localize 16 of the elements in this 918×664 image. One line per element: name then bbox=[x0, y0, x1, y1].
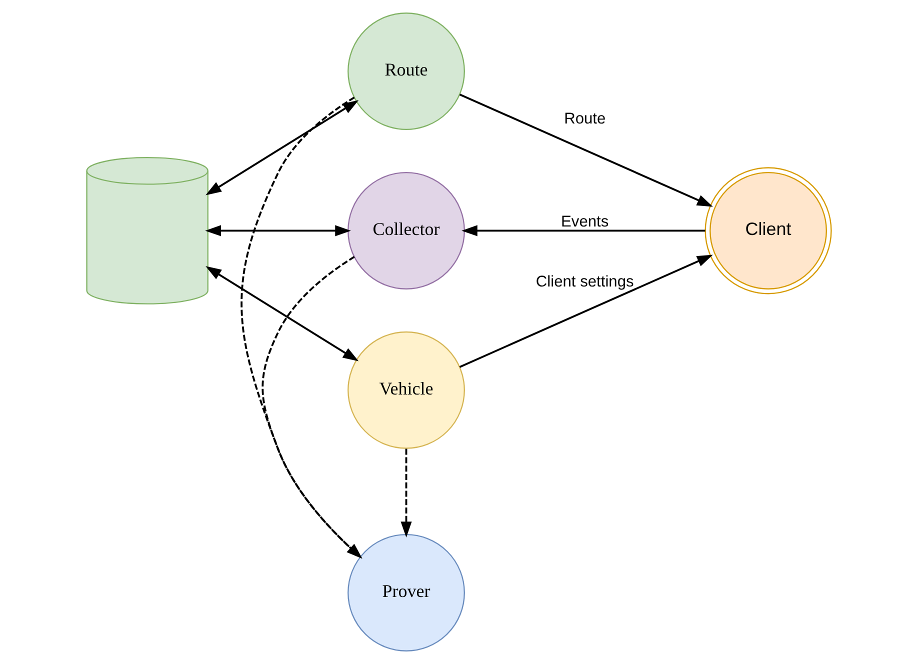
node-circle: Collector bbox=[348, 172, 465, 290]
arrow bbox=[240, 96, 362, 559]
edge-label: Client settings bbox=[536, 273, 634, 290]
arrow bbox=[262, 256, 362, 559]
node-circle: Route bbox=[348, 12, 465, 130]
arrow bbox=[400, 448, 412, 538]
node-circle: Client bbox=[704, 167, 832, 294]
arrow bbox=[205, 225, 351, 236]
arrow bbox=[462, 225, 706, 236]
node-circle: Vehicle bbox=[348, 331, 465, 449]
arrow bbox=[206, 100, 359, 196]
edge-label: Route bbox=[564, 110, 606, 128]
edge-label: Events bbox=[561, 213, 609, 230]
arrow bbox=[459, 94, 713, 207]
arrow bbox=[206, 266, 359, 362]
arrow bbox=[459, 254, 713, 368]
